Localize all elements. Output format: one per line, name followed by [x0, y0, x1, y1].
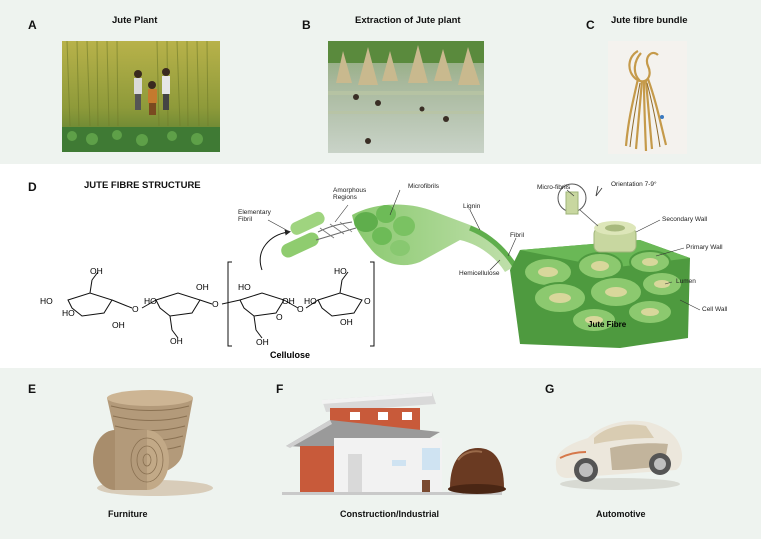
panel-b-title: Extraction of Jute plant	[355, 15, 461, 26]
panel-e-caption: Furniture	[108, 509, 148, 519]
lignin-label: Lignin	[463, 203, 481, 210]
oh-label: OH	[90, 266, 103, 276]
construction-illustration	[282, 392, 506, 495]
hemicellulose-label: Hemicellulose	[459, 270, 500, 277]
panel-c-letter: C	[586, 18, 595, 32]
oh-label: OH	[170, 336, 183, 346]
oh-label: OH	[282, 296, 295, 306]
microfibril-bundle	[352, 204, 519, 272]
o-label: O	[297, 304, 304, 314]
oh-label: OH	[112, 320, 125, 330]
ho-label: HO	[144, 296, 157, 306]
fibril-label: Fibril	[510, 232, 525, 239]
amorphous-regions-label: Amorphous Regions	[333, 187, 367, 202]
panel-a-letter: A	[28, 18, 37, 32]
ho-label: HO	[62, 308, 75, 318]
jute-fibre-block	[510, 183, 690, 348]
microfibrils-label: Microfibrils	[408, 183, 440, 190]
o-label: O	[364, 296, 371, 306]
ho-label: HO	[334, 266, 347, 276]
ho-label: HO	[238, 282, 251, 292]
cellulose-label: Cellulose	[270, 350, 310, 360]
panel-d-letter: D	[28, 180, 37, 194]
panel-b-letter: B	[302, 18, 311, 32]
jute-fibre-structure-diagram: OH HO HO OH O HO OH OH O HO OH O OH O HO…	[40, 183, 701, 360]
jute-furniture-illustration	[93, 390, 213, 496]
cell-wall-label: Cell Wall	[702, 306, 728, 313]
cellulose-molecule	[67, 229, 375, 347]
jute-fibre-bundle-photo	[608, 41, 687, 154]
panel-c-title: Jute fibre bundle	[611, 15, 688, 26]
panel-g-letter: G	[545, 382, 555, 396]
o-label: O	[132, 304, 139, 314]
panel-a-title: Jute Plant	[112, 15, 158, 26]
secondary-wall-label: Secondary Wall	[662, 216, 708, 223]
panel-f-letter: F	[276, 382, 284, 396]
primary-wall-label: Primary Wall	[686, 244, 723, 251]
panel-g-caption: Automotive	[596, 509, 646, 519]
oh-label: OH	[196, 282, 209, 292]
jute-fibre-label: Jute Fibre	[588, 320, 627, 329]
jute-extraction-photo	[328, 41, 484, 153]
panel-d-title: JUTE FIBRE STRUCTURE	[84, 180, 201, 191]
oh-label: OH	[256, 337, 269, 347]
o-label: O	[212, 299, 219, 309]
automotive-illustration	[555, 420, 683, 490]
orientation-label: Orientation 7-9°	[611, 181, 657, 188]
ho-label: HO	[40, 296, 53, 306]
micro-fibrils-label: Micro-fibrils	[537, 184, 571, 191]
ho-label: HO	[304, 296, 317, 306]
lumen-label: Lumen	[676, 278, 696, 285]
elementary-fibril-label: Elementary Fibril	[238, 209, 271, 224]
o-label: O	[276, 312, 283, 322]
oh-label: OH	[340, 317, 353, 327]
jute-plant-photo	[62, 41, 220, 152]
panel-e-letter: E	[28, 382, 37, 396]
elementary-fibrils	[281, 211, 357, 258]
panel-f-caption: Construction/Industrial	[340, 509, 439, 519]
